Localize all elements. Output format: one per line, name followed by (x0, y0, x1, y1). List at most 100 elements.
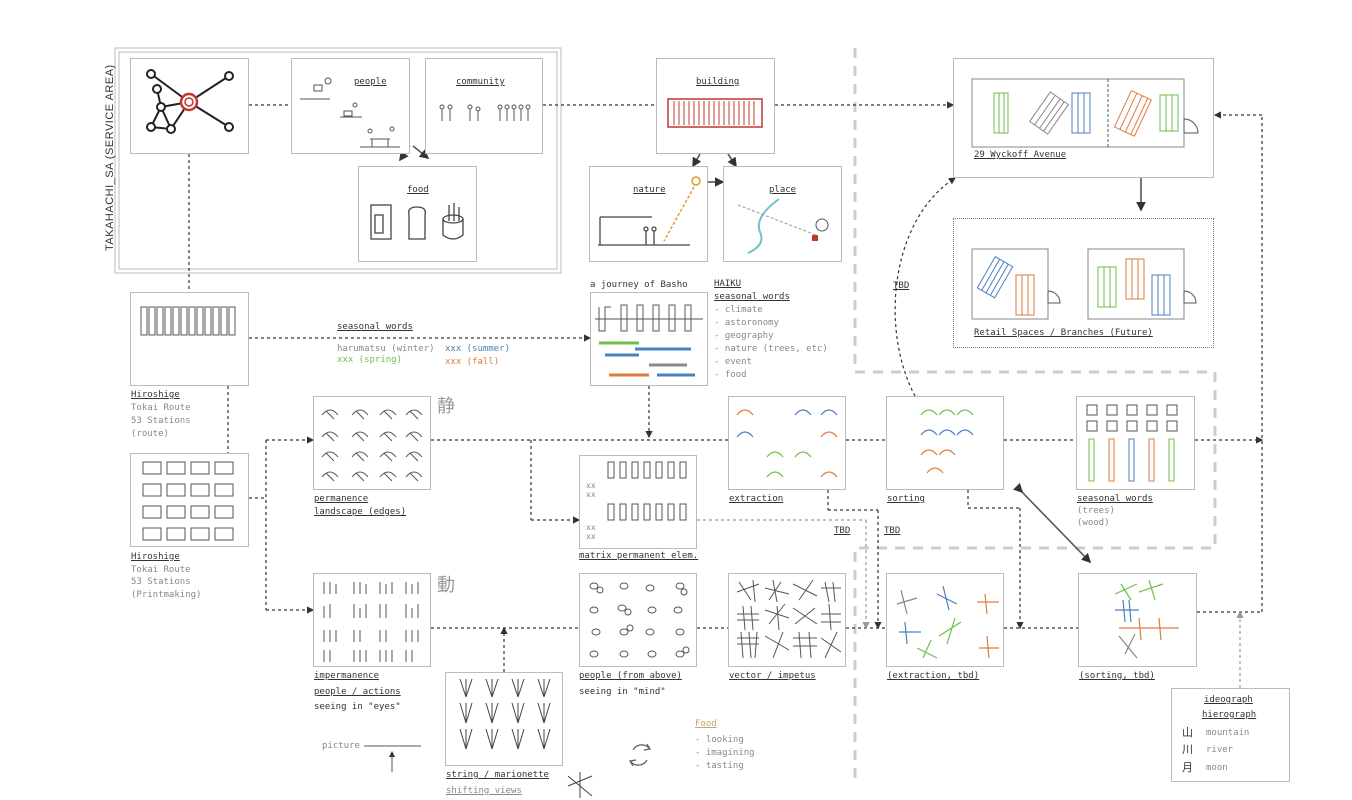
matrix-xx: xx (586, 490, 596, 499)
people-icon (300, 77, 400, 148)
food-list-title: Food (695, 719, 717, 729)
cycle-arrows-icon[interactable] (625, 740, 655, 770)
community-icon (439, 104, 531, 121)
community-box[interactable]: community (425, 58, 543, 154)
people-above-box[interactable] (579, 573, 697, 667)
hiroshige1-line1: Tokai Route (131, 403, 191, 413)
food-label: food (407, 185, 429, 195)
nature-icon (598, 176, 701, 246)
extraction-box[interactable] (728, 396, 846, 490)
impermanence-box[interactable] (313, 573, 431, 667)
vector-box[interactable] (728, 573, 846, 667)
hiroshige1-line3: (route) (131, 429, 169, 439)
extraction-tbd-label: (extraction, tbd) (887, 671, 980, 681)
marionette-strings-icon (459, 678, 551, 750)
glyph-kanji: 月 (1182, 761, 1193, 774)
nature-box[interactable]: nature (589, 166, 708, 262)
journey-title: a journey of Basho (590, 280, 688, 290)
seasonal-words-link[interactable]: seasonal words (337, 322, 413, 332)
hiroshige-print-box[interactable] (130, 453, 249, 547)
vector-impetus-icon (736, 579, 842, 659)
glyph-word: river (1206, 745, 1234, 755)
vector-label: vector / impetus (729, 671, 816, 681)
seasonal-words-box-label: seasonal words (1077, 494, 1153, 504)
people-above-icon (589, 582, 690, 658)
seasonal-words-icon (1086, 404, 1178, 482)
permanence-box[interactable] (313, 396, 431, 490)
hiroshige2-line3: (Printmaking) (131, 590, 202, 600)
print-grid-icon (142, 461, 234, 541)
matrix-xx: xx (586, 481, 596, 490)
sorting-label: sorting (887, 494, 925, 504)
sorting-tbd-box[interactable] (1078, 573, 1197, 667)
spring-text: xxx (spring) (337, 355, 403, 365)
extraction-tbd-box[interactable] (886, 573, 1004, 667)
tbd-label: TBD (884, 526, 901, 536)
impermanence-label: impermanence (314, 671, 380, 681)
place-icon (737, 198, 829, 254)
haiku-item: - food (714, 370, 747, 380)
place-box[interactable]: place (723, 166, 842, 262)
glyph-word: moon (1206, 763, 1228, 773)
nature-label: nature (633, 185, 666, 195)
journey-box[interactable] (590, 292, 708, 386)
food-icon (370, 203, 464, 240)
extraction-icon (736, 409, 838, 478)
hierograph-label: hierograph (1202, 710, 1257, 720)
people-label: people (354, 77, 387, 87)
matrix-xx: xx (586, 532, 596, 541)
people-box[interactable]: people (291, 58, 410, 154)
food-box[interactable]: food (358, 166, 477, 262)
matrix-label: matrix permanent elem. (579, 551, 699, 561)
summer-text: xxx (summer) (445, 344, 511, 354)
food-list-item: - tasting (695, 761, 744, 771)
retail-label: Retail Spaces / Branches (Future) (974, 328, 1153, 338)
building-label: building (696, 77, 740, 87)
hiroshige2-line1: Tokai Route (131, 565, 191, 575)
seasonal-words-box[interactable] (1076, 396, 1195, 490)
wyckoff-plan-icon (971, 78, 1199, 148)
matrix-box[interactable]: xx xx xx xx (579, 455, 697, 549)
harumatsu-text: harumatsu (winter) (337, 344, 435, 354)
haiku-item: - climate (714, 305, 763, 315)
haiku-item: - nature (trees, etc) (714, 344, 828, 354)
route-stations-icon (140, 306, 236, 336)
landscape-edges-icon (321, 409, 423, 482)
hiroshige1-title: Hiroshige (131, 390, 180, 400)
journey-timeline-icon (595, 304, 703, 377)
sorting-icon (920, 409, 974, 474)
people-actions-icon (323, 582, 419, 662)
haiku-item: - geography (714, 331, 774, 341)
glyph-kanji: 川 (1182, 743, 1193, 756)
retail-plans-icon (971, 248, 1197, 320)
ideograph-box[interactable]: ideograph hierograph 山 mountain 川 river … (1171, 688, 1290, 782)
hiroshige1-line2: 53 Stations (131, 416, 191, 426)
picture-label: picture (322, 741, 360, 751)
building-box[interactable]: building (656, 58, 775, 154)
seeing-eyes-label: seeing in "eyes" (314, 702, 401, 712)
sorting-box[interactable] (886, 396, 1004, 490)
retail-frame[interactable]: Retail Spaces / Branches (Future) (953, 218, 1214, 348)
wyckoff-label: 29 Wyckoff Avenue (974, 150, 1067, 160)
hiroshige2-title: Hiroshige (131, 552, 180, 562)
glyph-kanji: 山 (1182, 726, 1193, 739)
place-label: place (769, 185, 797, 195)
matrix-icon (607, 461, 687, 521)
permanence-label: permanence (314, 494, 369, 504)
tbd-label: TBD (834, 526, 851, 536)
sorting-tbd-label: (sorting, tbd) (1079, 671, 1155, 681)
marionette-label: string / marionette (446, 770, 549, 780)
network-node-box[interactable] (130, 58, 249, 154)
food-list-item: - imagining (695, 748, 755, 758)
hiroshige-route-box[interactable] (130, 292, 249, 386)
haiku-item: - event (714, 357, 752, 367)
ideograph-label: ideograph (1204, 695, 1253, 705)
landscape-label: landscape (edges) (314, 507, 407, 517)
service-area-title: TAKAHACHI_SA (SERVICE AREA) (104, 64, 116, 251)
marionette-box[interactable] (445, 672, 563, 766)
trees-label: (trees) (1077, 506, 1115, 516)
people-actions-label: people / actions (314, 687, 401, 697)
seeing-mind-label: seeing in "mind" (579, 687, 666, 697)
wyckoff-box[interactable]: 29 Wyckoff Avenue (953, 58, 1214, 178)
